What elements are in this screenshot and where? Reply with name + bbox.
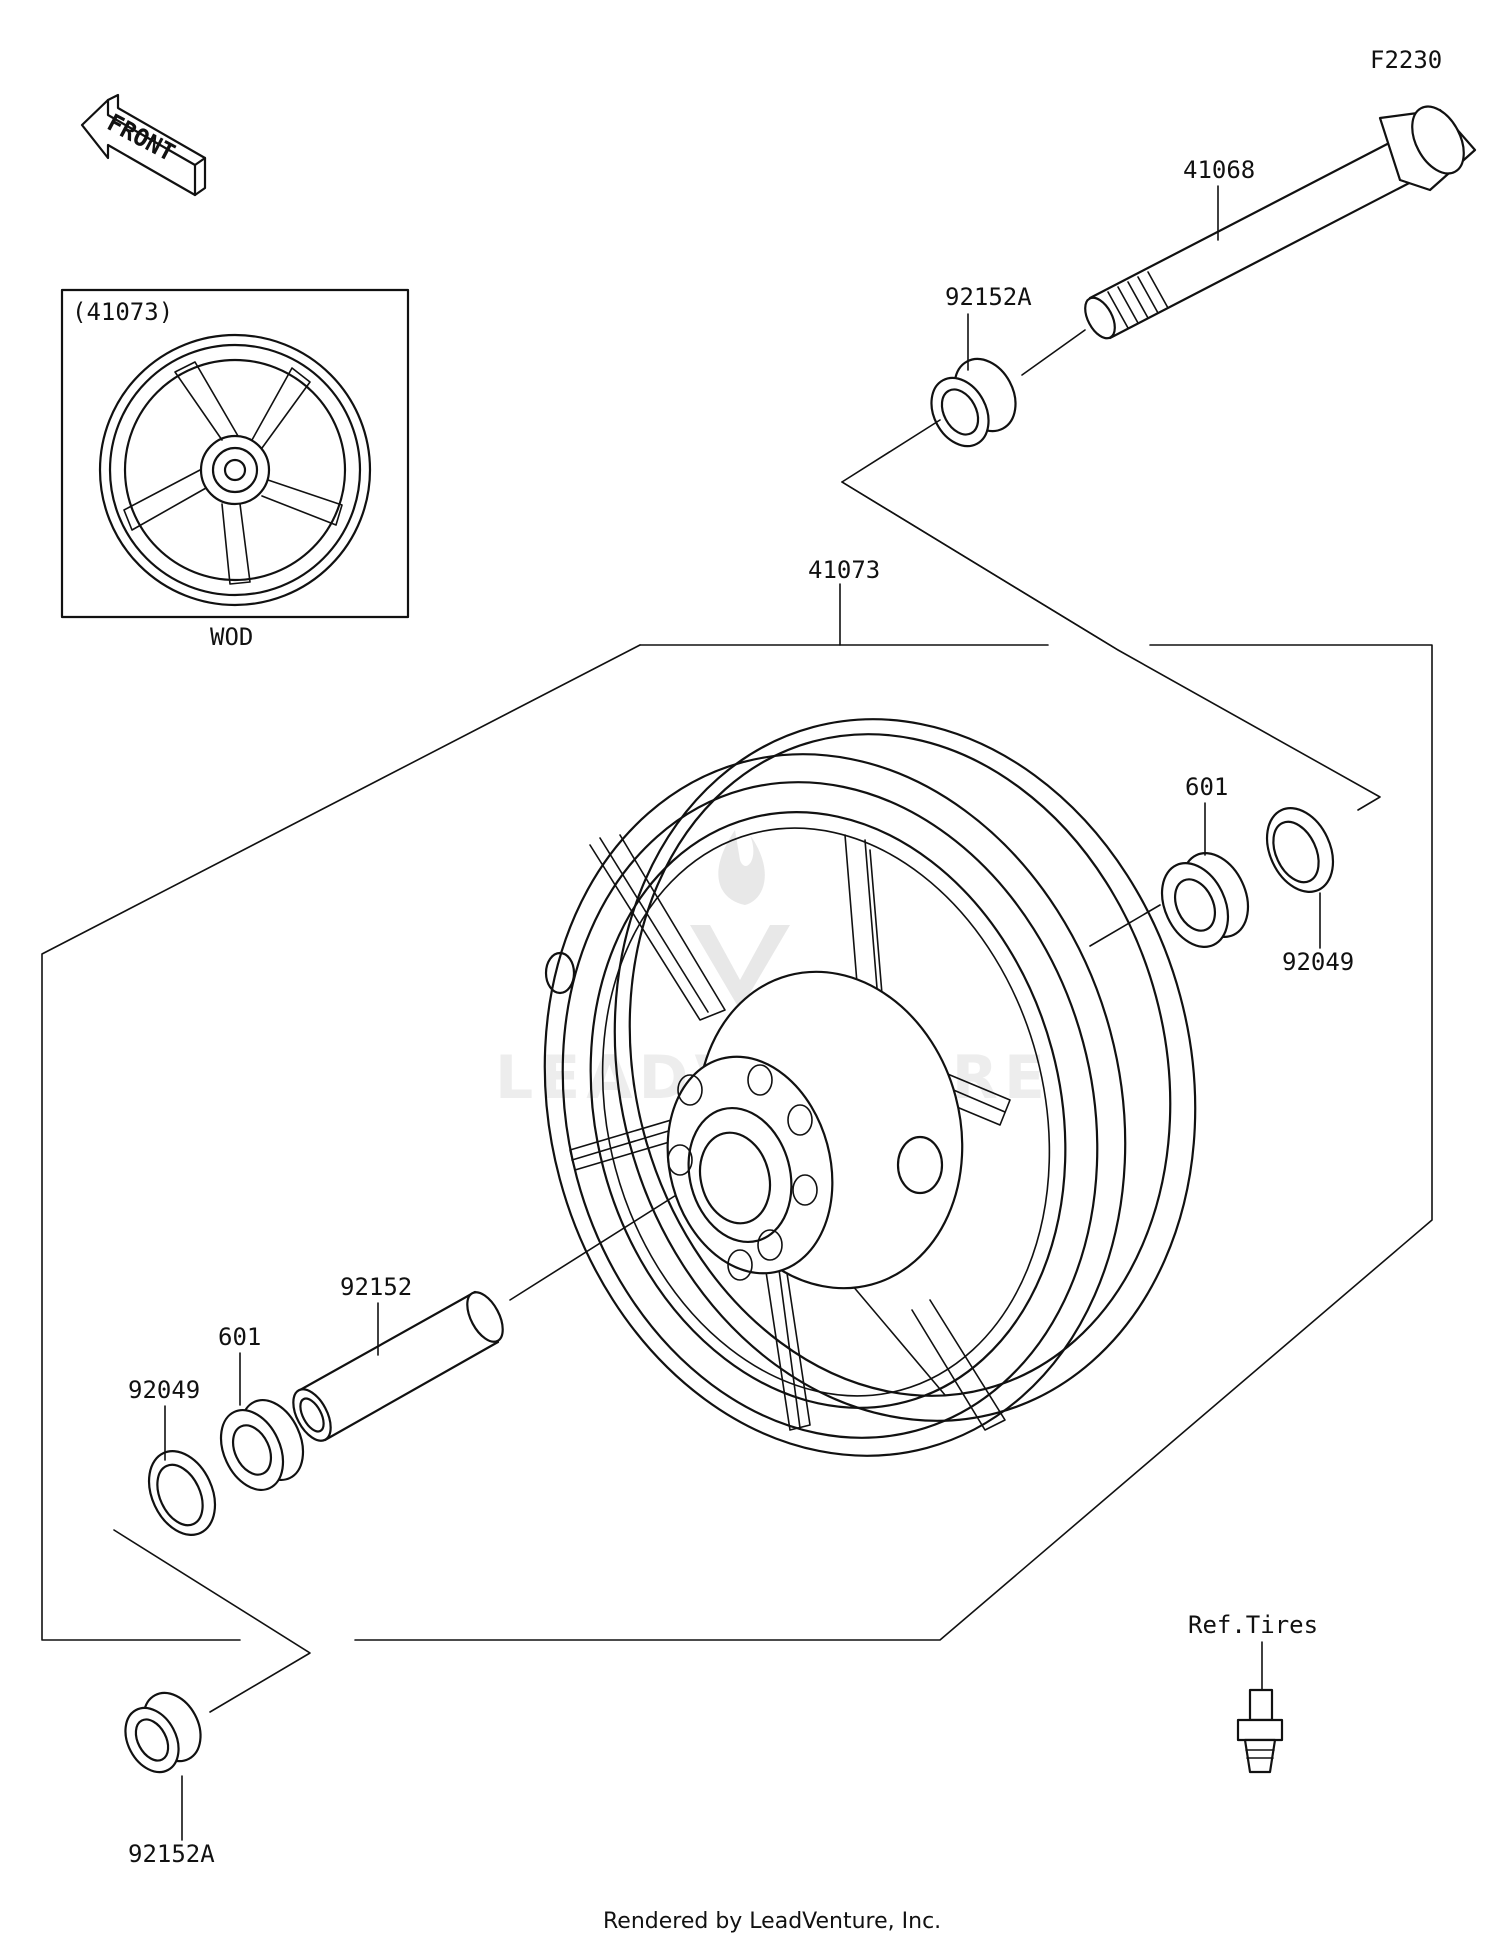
inset-caption: WOD xyxy=(210,623,253,651)
bearing-right xyxy=(1160,852,1250,948)
callout-seal-left: 92049 xyxy=(128,1376,200,1404)
collar-left xyxy=(124,1691,202,1774)
front-wheel xyxy=(543,718,1197,1457)
callout-valve-ref: Ref.Tires xyxy=(1188,1611,1318,1639)
front-axle xyxy=(1084,105,1477,340)
front-arrow-icon: FRONT xyxy=(80,93,207,197)
inset-wheel-icon xyxy=(98,333,372,607)
callout-collar-right: 92152A xyxy=(945,283,1032,311)
callout-collar-left: 92152A xyxy=(128,1840,215,1868)
callout-distance-collar: 92152 xyxy=(340,1273,412,1301)
footer-credit: Rendered by LeadVenture, Inc. xyxy=(603,1909,941,1934)
seal-right xyxy=(1265,807,1335,893)
tire-valve-icon xyxy=(1236,1688,1284,1774)
inset-part-ref: (41073) xyxy=(72,298,173,326)
hub-bolt-holes xyxy=(667,1064,818,1281)
callout-bearing-left: 601 xyxy=(218,1323,261,1351)
callout-seal-right: 92049 xyxy=(1282,948,1354,976)
collar-right xyxy=(930,357,1017,448)
seal-left xyxy=(147,1450,217,1536)
bearing-left xyxy=(219,1399,305,1491)
inset-panel: (41073) WOD xyxy=(60,288,410,651)
diagram-code: F2230 xyxy=(1370,46,1442,74)
callout-wheel: 41073 xyxy=(808,556,880,584)
callout-axle: 41068 xyxy=(1183,156,1255,184)
callout-bearing-right: 601 xyxy=(1185,773,1228,801)
distance-collar xyxy=(292,1290,504,1442)
